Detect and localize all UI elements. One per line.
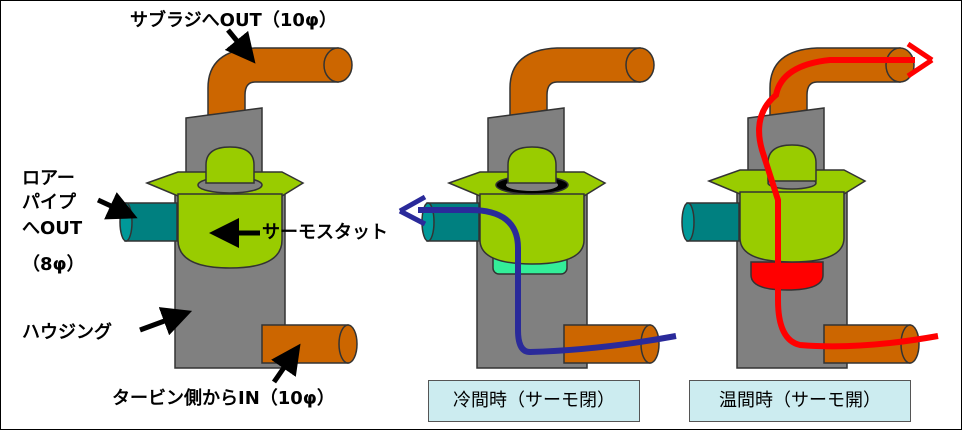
label-thermostat: サーモスタット [262,222,388,243]
unit-warm [681,41,939,369]
caption-warm: 温間時（サーモ開） [689,380,911,422]
top-pipe-end [323,47,353,83]
cold-flow-line [418,207,677,356]
warm-flow-arrowhead [906,41,934,79]
unit-cold [398,47,677,369]
bottom-pipe [261,324,349,364]
seal-open [750,261,824,291]
label-lower-pipe-3: へOUT [22,218,83,239]
label-lower-pipe-1: ロアー [22,168,75,189]
label-lower-pipe-2: パイプ [22,192,76,213]
label-housing: ハウジング [22,322,112,343]
top-pipe [207,47,339,116]
caption-cold: 冷間時（サーモ閉） [428,380,640,422]
warm-flow-line [756,57,939,350]
thermostat-dome [205,146,255,184]
label-sub-radiator-out: サブラジへOUT（10φ） [130,10,337,31]
unit-left [96,28,358,384]
cold-flow-arrowhead [398,194,427,227]
label-lower-pipe-4: （8φ） [22,254,85,275]
label-turbine-in: タービン側からIN（10φ） [112,388,335,409]
lower-pipe [124,202,178,242]
